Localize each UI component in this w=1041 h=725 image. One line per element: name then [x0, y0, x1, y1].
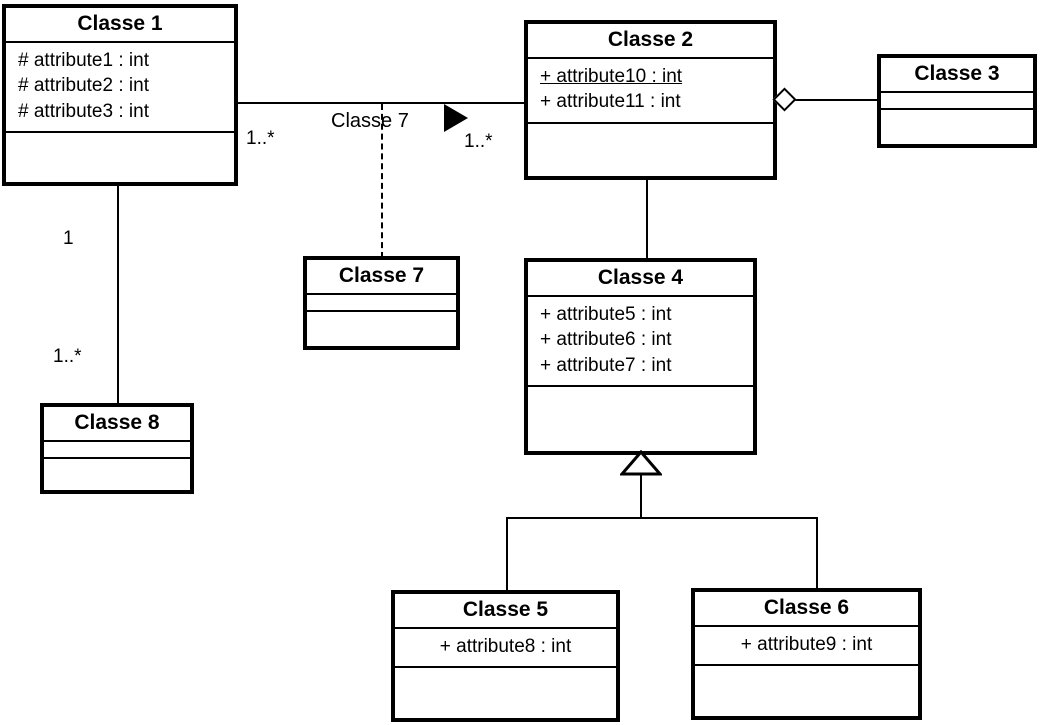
association-line-classe1-classe8[interactable] — [117, 184, 119, 405]
class-box-classe5[interactable]: Classe 5 + attribute8 : int — [391, 590, 620, 722]
class-attributes-classe3 — [881, 93, 1033, 111]
attribute-item-static: + attribute10 : int — [540, 66, 683, 88]
class-operations-classe7 — [307, 312, 456, 334]
class-attributes-classe2: + attribute10 : int + attribute11 : int — [528, 59, 773, 124]
class-operations-classe8 — [44, 459, 190, 481]
attribute-item: + attribute6 : int — [540, 329, 672, 351]
multiplicity-classe1-to-classe8: 1 — [63, 228, 74, 249]
class-operations-classe3 — [881, 110, 1033, 132]
class-name-classe4: Classe 4 — [528, 262, 753, 298]
generalization-branch-classe5[interactable] — [506, 517, 508, 592]
class-name-classe6: Classe 6 — [695, 592, 918, 628]
class-attributes-classe4: + attribute5 : int + attribute6 : int + … — [528, 297, 753, 387]
class-name-classe5: Classe 5 — [395, 594, 616, 630]
generalization-branch-classe6[interactable] — [816, 517, 818, 590]
attribute-item: + attribute5 : int — [540, 304, 672, 326]
attribute-item: + attribute9 : int — [740, 634, 873, 656]
class-box-classe1[interactable]: Classe 1 # attribute1 : int # attribute2… — [2, 4, 238, 186]
class-operations-classe1 — [6, 133, 234, 155]
generalization-crossbar[interactable] — [506, 517, 818, 519]
class-box-classe2[interactable]: Classe 2 + attribute10 : int + attribute… — [524, 20, 777, 180]
multiplicity-classe8-to-classe1: 1..* — [53, 346, 82, 367]
class-name-classe2: Classe 2 — [528, 24, 773, 60]
class-attributes-classe5: + attribute8 : int — [395, 629, 616, 669]
class-box-classe6[interactable]: Classe 6 + attribute9 : int — [691, 588, 922, 720]
class-name-classe1: Classe 1 — [6, 8, 234, 44]
attribute-item: # attribute1 : int — [18, 50, 149, 72]
aggregation-line-classe2-classe3[interactable] — [795, 99, 879, 101]
class-operations-classe4 — [528, 387, 753, 409]
multiplicity-classe1-to-classe2: 1..* — [246, 128, 275, 149]
class-name-classe7: Classe 7 — [307, 260, 456, 296]
multiplicity-classe2-to-classe1: 1..* — [464, 131, 493, 152]
association-line-classe2-classe4[interactable] — [646, 178, 648, 260]
generalization-hollow-triangle-icon — [620, 450, 662, 476]
class-box-classe7[interactable]: Classe 7 — [303, 256, 460, 350]
attribute-item: + attribute7 : int — [540, 354, 672, 376]
generalization-stem-classe4[interactable] — [640, 470, 642, 518]
class-attributes-classe6: + attribute9 : int — [695, 627, 918, 667]
association-class-dashed-link-classe7[interactable] — [381, 104, 383, 258]
association-line-classe1-classe2[interactable] — [236, 102, 528, 104]
class-attributes-classe1: # attribute1 : int # attribute2 : int # … — [6, 43, 234, 133]
class-attributes-classe8 — [44, 442, 190, 460]
association-direction-triangle-icon — [444, 104, 468, 132]
class-operations-classe2 — [528, 124, 773, 146]
class-name-classe8: Classe 8 — [44, 407, 190, 443]
attribute-item: + attribute11 : int — [540, 91, 681, 113]
class-box-classe4[interactable]: Classe 4 + attribute5 : int + attribute6… — [524, 258, 757, 455]
attribute-item: # attribute2 : int — [18, 75, 149, 97]
class-box-classe8[interactable]: Classe 8 — [40, 403, 194, 494]
attribute-item: # attribute3 : int — [18, 100, 149, 122]
class-operations-classe6 — [695, 666, 918, 688]
class-name-classe3: Classe 3 — [881, 58, 1033, 94]
attribute-item: + attribute8 : int — [439, 636, 572, 658]
class-attributes-classe7 — [307, 295, 456, 313]
class-box-classe3[interactable]: Classe 3 — [877, 54, 1037, 148]
class-operations-classe5 — [395, 668, 616, 690]
association-name-label: Classe 7 — [331, 110, 409, 132]
